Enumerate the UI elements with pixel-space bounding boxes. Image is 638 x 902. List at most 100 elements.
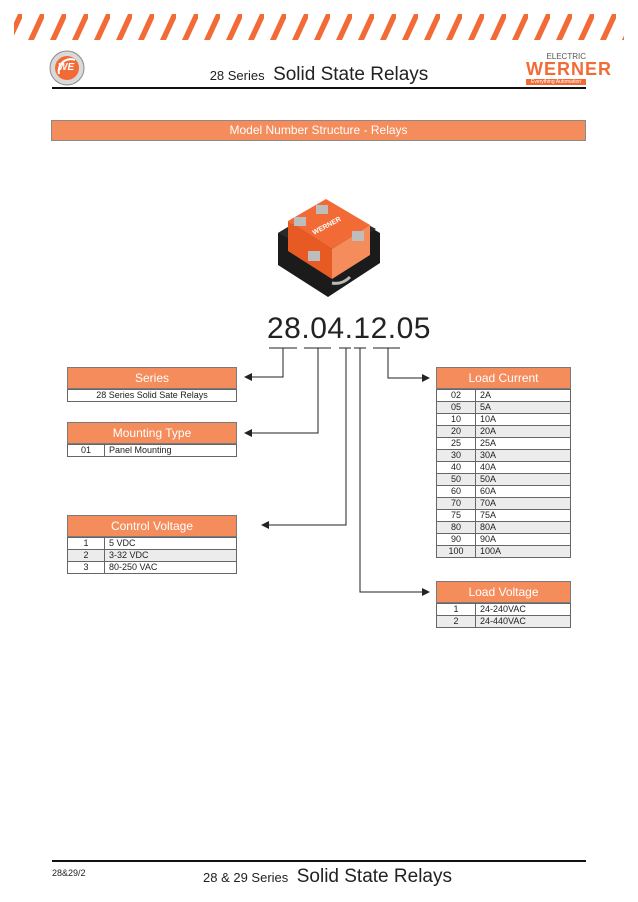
company-logo-icon bbox=[49, 50, 85, 86]
load-current-desc: 20A bbox=[475, 425, 571, 438]
header-stripe-band bbox=[14, 14, 624, 40]
load-voltage-desc: 24-440VAC bbox=[475, 615, 571, 628]
mounting-code: 01 bbox=[67, 444, 105, 457]
connector-control bbox=[261, 348, 347, 529]
load-current-desc: 40A bbox=[475, 461, 571, 474]
load-current-desc: 70A bbox=[475, 497, 571, 510]
mounting-table-body: 01 Panel Mounting bbox=[67, 444, 237, 457]
load-current-desc: 5A bbox=[475, 401, 571, 414]
load-current-code: 75 bbox=[436, 509, 476, 522]
load-current-code: 40 bbox=[436, 461, 476, 474]
load-current-code: 30 bbox=[436, 449, 476, 462]
table-row: 3 80-250 VAC bbox=[67, 561, 237, 574]
logo-initials: WE bbox=[58, 62, 75, 73]
footer-series-small: 28 & 29 Series bbox=[203, 870, 289, 885]
load-current-code: 50 bbox=[436, 473, 476, 486]
brand-electric-label: ELECTRIC bbox=[546, 52, 586, 61]
control-table-body: 1 5 VDC 2 3-32 VDC 3 80-250 VAC bbox=[67, 537, 237, 574]
load-voltage-desc: 24-240VAC bbox=[475, 603, 571, 616]
control-code: 3 bbox=[67, 561, 105, 574]
load-current-code: 20 bbox=[436, 425, 476, 438]
connector-load-current bbox=[387, 348, 430, 382]
control-desc: 80-250 VAC bbox=[104, 561, 237, 574]
footer-series-big: Solid State Relays bbox=[296, 866, 452, 887]
load-voltage-table-title: Load Voltage bbox=[436, 581, 571, 603]
table-row: 1 5 VDC bbox=[67, 537, 237, 550]
control-desc: 5 VDC bbox=[104, 537, 237, 550]
model-code: 28.04.12.05 bbox=[267, 312, 431, 345]
control-voltage-table: Control Voltage 1 5 VDC 2 3-32 VDC 3 80-… bbox=[67, 515, 237, 574]
footer-divider bbox=[52, 860, 586, 862]
header-title: 28 Series Solid State Relays bbox=[0, 64, 638, 86]
control-code: 1 bbox=[67, 537, 105, 550]
load-current-desc: 80A bbox=[475, 521, 571, 534]
load-current-desc: 50A bbox=[475, 473, 571, 486]
footer-title: 28 & 29 Series Solid State Relays bbox=[203, 866, 452, 888]
load-current-code: 02 bbox=[436, 389, 476, 402]
load-current-code: 60 bbox=[436, 485, 476, 498]
mounting-type-table: Mounting Type 01 Panel Mounting bbox=[67, 422, 237, 457]
footer-page-code: 28&29/2 bbox=[52, 868, 86, 878]
load-current-table-title: Load Current bbox=[436, 367, 571, 389]
control-code: 2 bbox=[67, 549, 105, 562]
company-logo: WE bbox=[49, 50, 85, 86]
connector-series bbox=[244, 348, 284, 381]
brand-tagline: Everything Automation bbox=[526, 79, 586, 85]
header-series-big: Solid State Relays bbox=[273, 64, 429, 85]
load-voltage-code: 2 bbox=[436, 615, 476, 628]
series-table: Series 28 Series Solid Sate Relays bbox=[67, 367, 237, 402]
load-current-desc: 25A bbox=[475, 437, 571, 450]
relay-product-image: WERNER bbox=[278, 199, 380, 297]
load-current-code: 10 bbox=[436, 413, 476, 426]
load-current-desc: 2A bbox=[475, 389, 571, 402]
load-current-code: 100 bbox=[436, 545, 476, 558]
mounting-table-title: Mounting Type bbox=[67, 422, 237, 444]
load-current-desc: 30A bbox=[475, 449, 571, 462]
header-series-small: 28 Series bbox=[209, 68, 265, 83]
connector-mounting bbox=[244, 348, 319, 437]
brand-logo: ELECTRIC WERNER Everything Automation bbox=[524, 52, 611, 86]
load-current-code: 80 bbox=[436, 521, 476, 534]
load-current-desc: 10A bbox=[475, 413, 571, 426]
load-current-code: 05 bbox=[436, 401, 476, 414]
section-banner-title: Model Number Structure - Relays bbox=[229, 123, 408, 137]
series-table-title: Series bbox=[67, 367, 237, 389]
load-current-desc: 90A bbox=[475, 533, 571, 546]
table-row: 01 Panel Mounting bbox=[67, 444, 237, 457]
control-desc: 3-32 VDC bbox=[104, 549, 237, 562]
brand-name: WERNER bbox=[526, 59, 612, 79]
load-current-desc: 60A bbox=[475, 485, 571, 498]
load-current-code: 70 bbox=[436, 497, 476, 510]
mounting-desc: Panel Mounting bbox=[104, 444, 237, 457]
load-current-code: 25 bbox=[436, 437, 476, 450]
load-current-code: 90 bbox=[436, 533, 476, 546]
table-row: 28 Series Solid Sate Relays bbox=[67, 389, 237, 402]
load-current-desc: 100A bbox=[475, 545, 571, 558]
section-banner: Model Number Structure - Relays bbox=[51, 120, 586, 141]
load-voltage-code: 1 bbox=[436, 603, 476, 616]
control-table-title: Control Voltage bbox=[67, 515, 237, 537]
connector-load-voltage bbox=[359, 348, 430, 596]
table-row: 2 3-32 VDC bbox=[67, 549, 237, 562]
series-desc: 28 Series Solid Sate Relays bbox=[67, 389, 237, 402]
series-table-body: 28 Series Solid Sate Relays bbox=[67, 389, 237, 402]
